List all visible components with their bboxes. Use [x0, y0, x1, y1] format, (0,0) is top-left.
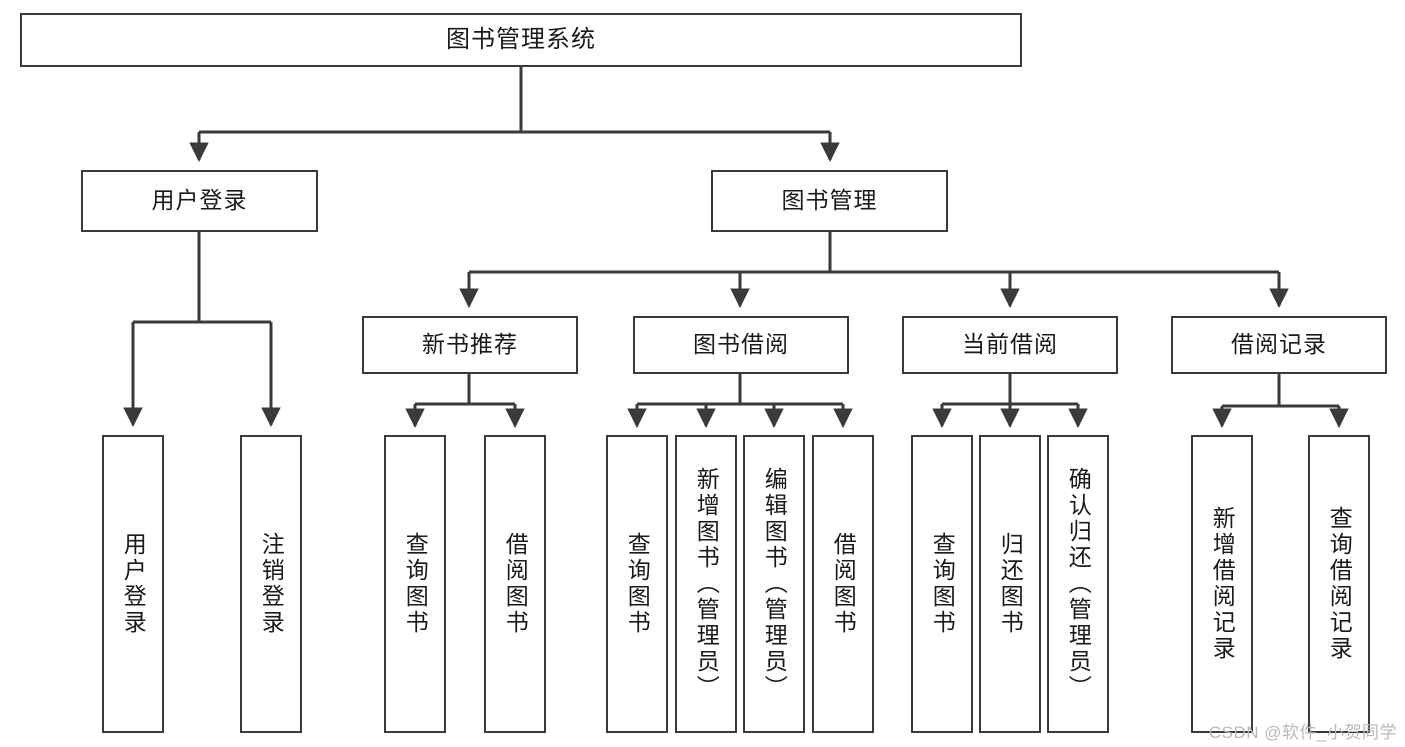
leaf-current-borrow-return-book[interactable]: 归还图书 [979, 435, 1041, 733]
leaf-book-borrow-borrow-book[interactable]: 借阅图书 [812, 435, 874, 733]
node-book-borrow-label: 图书借阅 [693, 331, 789, 358]
leaf-new-book-query-book[interactable]: 查询图书 [384, 435, 446, 733]
leaf-label: 查询图书 [402, 532, 429, 636]
leaf-label: 查询借阅记录 [1326, 506, 1353, 662]
node-borrow-record-label: 借阅记录 [1231, 331, 1327, 358]
leaf-book-borrow-edit-book-admin[interactable]: 编辑图书（管理员） [743, 435, 805, 733]
leaf-label: 借阅图书 [830, 532, 857, 636]
node-book-management[interactable]: 图书管理 [711, 170, 948, 232]
leaf-book-borrow-add-book-admin[interactable]: 新增图书（管理员） [675, 435, 737, 733]
leaf-label: 编辑图书（管理员） [761, 467, 788, 701]
watermark-text: CSDN @软件_小贺同学 [1208, 723, 1397, 742]
leaf-label: 归还图书 [997, 532, 1024, 636]
node-new-book-recommend-label: 新书推荐 [422, 331, 518, 358]
leaf-borrow-record-add-record[interactable]: 新增借阅记录 [1191, 435, 1253, 733]
leaf-label: 新增借阅记录 [1209, 506, 1236, 662]
leaf-current-borrow-confirm-return-admin[interactable]: 确认归还（管理员） [1047, 435, 1109, 733]
node-user-login-label: 用户登录 [151, 187, 248, 214]
node-new-book-recommend[interactable]: 新书推荐 [362, 316, 578, 374]
leaf-label: 新增图书（管理员） [693, 467, 720, 701]
node-borrow-record[interactable]: 借阅记录 [1171, 316, 1387, 374]
leaf-label: 用户登录 [120, 532, 147, 636]
leaf-book-borrow-query-book[interactable]: 查询图书 [606, 435, 668, 733]
leaf-new-book-borrow-book[interactable]: 借阅图书 [484, 435, 546, 733]
leaf-label: 查询图书 [624, 532, 651, 636]
node-user-login[interactable]: 用户登录 [81, 170, 318, 232]
leaf-user-login-login[interactable]: 用户登录 [102, 435, 164, 733]
node-book-management-label: 图书管理 [781, 187, 878, 214]
leaf-label: 确认归还（管理员） [1065, 467, 1092, 701]
leaf-label: 注销登录 [258, 532, 285, 636]
node-current-borrow-label: 当前借阅 [962, 331, 1058, 358]
leaf-user-login-logout[interactable]: 注销登录 [240, 435, 302, 733]
leaf-borrow-record-query-record[interactable]: 查询借阅记录 [1308, 435, 1370, 733]
node-root-book-management-system[interactable]: 图书管理系统 [20, 13, 1022, 67]
leaf-label: 借阅图书 [502, 532, 529, 636]
node-root-label: 图书管理系统 [446, 25, 596, 53]
node-current-borrow[interactable]: 当前借阅 [902, 316, 1118, 374]
leaf-current-borrow-query-book[interactable]: 查询图书 [911, 435, 973, 733]
node-book-borrow[interactable]: 图书借阅 [633, 316, 849, 374]
leaf-label: 查询图书 [929, 532, 956, 636]
